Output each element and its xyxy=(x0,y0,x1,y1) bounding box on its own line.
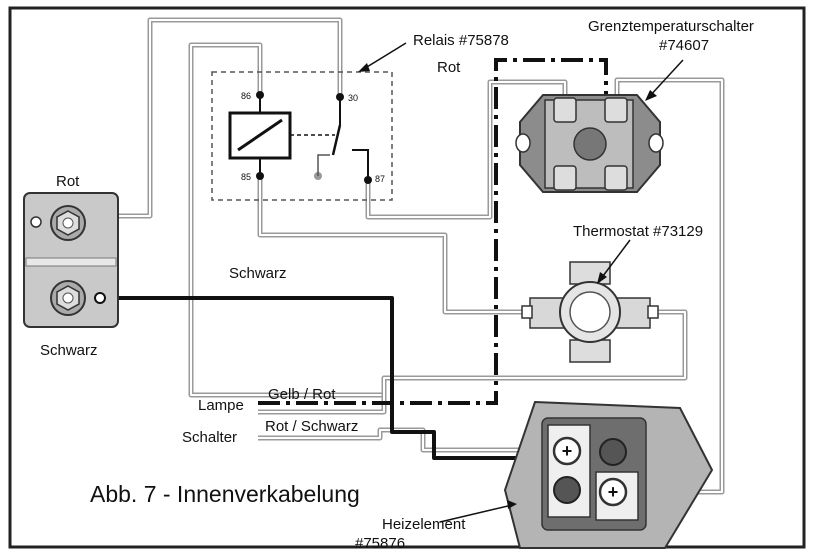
lampe-label: Lampe xyxy=(198,397,244,414)
pointer-arrows xyxy=(358,42,684,523)
plus-label-2: + xyxy=(608,482,619,502)
relay-housing xyxy=(211,71,393,201)
lamp-wire xyxy=(258,58,608,405)
heating-element-label: Heizelement xyxy=(382,516,466,533)
text-labels: Relais #75878 Grenztemperaturschalter #7… xyxy=(40,18,754,552)
schwarz-mid-label: Schwarz xyxy=(229,265,287,282)
figure-caption: Abb. 7 - Innenverkabelung xyxy=(90,481,360,507)
limit-switch-number: #74607 xyxy=(659,37,709,54)
heating-element-icon: + + xyxy=(503,400,714,549)
pin-87-label: 87 xyxy=(375,174,385,184)
limit-switch-icon xyxy=(515,94,664,193)
pin-86-label: 86 xyxy=(241,91,251,101)
pin-85-label: 85 xyxy=(241,172,251,182)
terminal-block-icon xyxy=(23,192,119,328)
gelb-rot-label: Gelb / Rot xyxy=(268,386,336,403)
relay-label: Relais #75878 xyxy=(413,32,509,49)
schalter-label: Schalter xyxy=(182,429,237,446)
thermostat-label: Thermostat #73129 xyxy=(573,223,703,240)
limit-switch-label: Grenztemperaturschalter xyxy=(588,18,754,35)
rot-left-label: Rot xyxy=(56,173,80,190)
schwarz-left-label: Schwarz xyxy=(40,342,98,359)
relay: 86 85 30 87 xyxy=(211,71,393,201)
heating-element-number: #75876 xyxy=(355,535,405,552)
plus-label-1: + xyxy=(562,441,573,461)
pin-30-label: 30 xyxy=(348,93,358,103)
black-wire xyxy=(100,296,548,460)
gray-wires xyxy=(96,17,725,495)
thermostat-icon xyxy=(521,261,659,363)
rot-top-label: Rot xyxy=(437,59,461,76)
rot-schwarz-label: Rot / Schwarz xyxy=(265,418,358,435)
